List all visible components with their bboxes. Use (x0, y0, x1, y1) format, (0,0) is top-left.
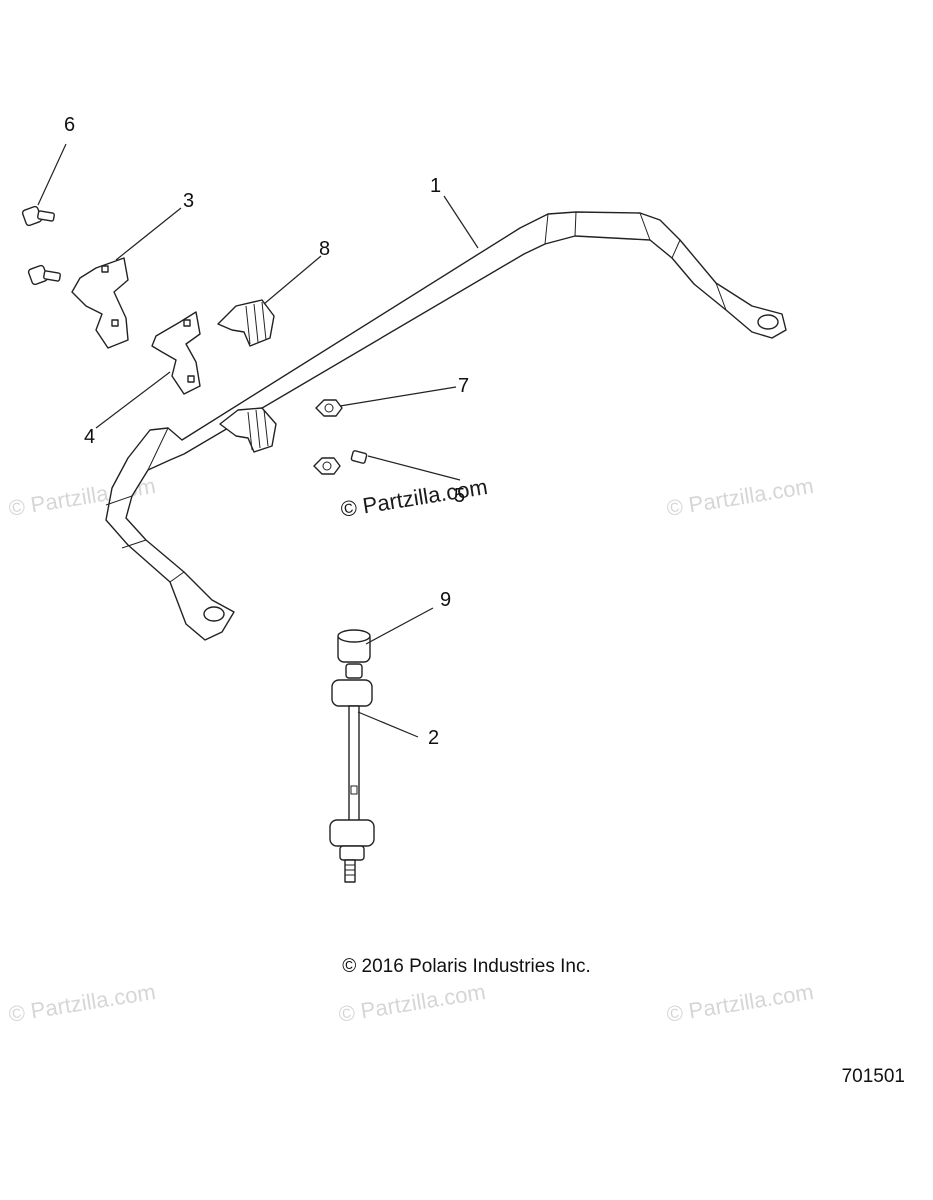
callout-7: 7 (458, 375, 469, 397)
callout-5: 5 (454, 485, 465, 507)
leader-2 (357, 711, 419, 738)
bushing-lower (219, 407, 277, 453)
bar-band (169, 571, 185, 583)
bar-band (121, 539, 147, 549)
bar-band (574, 211, 577, 237)
callout-1: 1 (430, 175, 441, 197)
leader-1 (443, 195, 479, 249)
leader-5 (367, 455, 461, 481)
bar-band (639, 212, 651, 241)
nut-lower (313, 457, 341, 475)
copyright-notice: © 2016 Polaris Industries Inc. (342, 956, 591, 977)
bolt-lower (27, 264, 61, 286)
bar-end-eye-left (203, 606, 225, 622)
bolt-upper (21, 205, 55, 227)
leader-9 (365, 607, 434, 645)
watermark-right-upper: © Partzilla.com (665, 473, 815, 521)
callout-9: 9 (440, 589, 451, 611)
watermark-left-lower: © Partzilla.com (7, 979, 157, 1027)
link-top-washer (345, 663, 363, 679)
leader-6 (37, 143, 67, 206)
bar-band (147, 427, 169, 471)
bracket-lower (151, 311, 201, 395)
bushing-upper (217, 299, 275, 347)
nut-upper (315, 399, 343, 417)
link-rod (348, 705, 360, 825)
bar-band (544, 213, 549, 245)
link-lower-washer (339, 845, 365, 861)
bar-band (105, 495, 133, 506)
bar-band (671, 239, 681, 259)
watermark-right-lower: © Partzilla.com (665, 979, 815, 1027)
set-screw (350, 450, 368, 464)
leader-4 (95, 371, 171, 429)
callout-2: 2 (428, 727, 439, 749)
leader-8 (263, 255, 322, 305)
watermark-center: © Partzilla.com (339, 474, 489, 522)
callout-6: 6 (64, 114, 75, 136)
link-lower-bushing (329, 819, 375, 847)
callout-8: 8 (319, 238, 330, 260)
callout-3: 3 (183, 190, 194, 212)
callouts: 1 2 3 4 5 6 7 8 9 (64, 114, 469, 749)
link-assembly (329, 629, 375, 883)
watermarks: © Partzilla.com © Partzilla.com © Partzi… (7, 473, 815, 1027)
leader-3 (115, 207, 182, 261)
link-stud (344, 859, 356, 883)
watermark-center-lower: © Partzilla.com (337, 979, 487, 1027)
stabilizer-bar (105, 211, 787, 641)
bar-end-eye-right (757, 314, 779, 330)
diagram-number: 701501 (841, 1066, 905, 1087)
callout-4: 4 (84, 426, 95, 448)
bar-band (715, 282, 727, 311)
leader-7 (339, 386, 457, 407)
leader-lines (37, 143, 479, 738)
bracket-upper (71, 257, 129, 349)
link-upper-bushing (331, 679, 373, 707)
